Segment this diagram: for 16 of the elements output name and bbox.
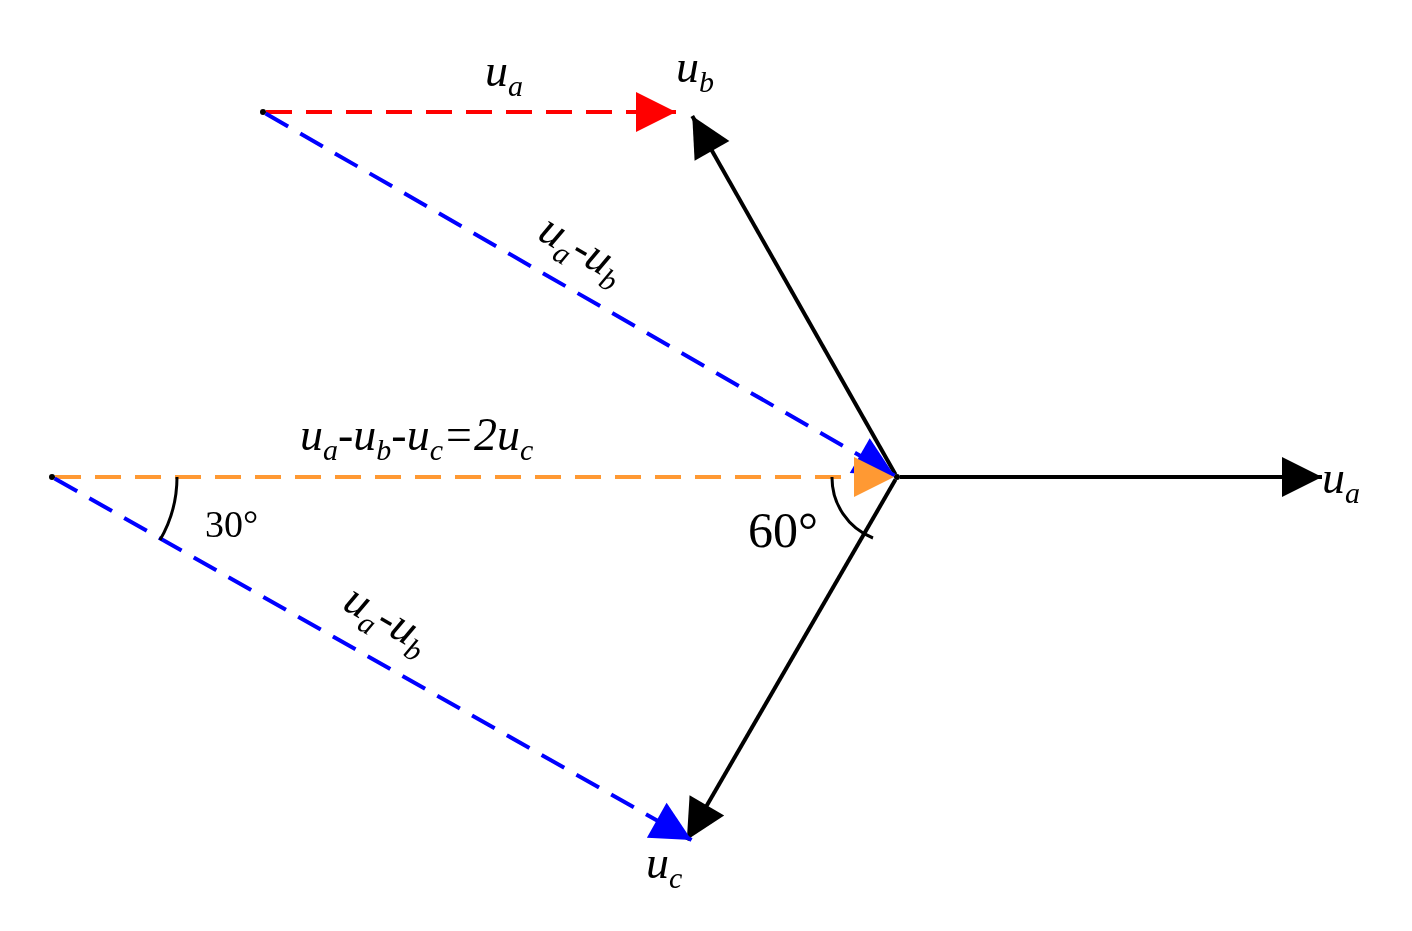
vector-origin-point <box>49 474 55 480</box>
dashed-vector-arrow <box>53 476 693 842</box>
phasor-label: u$_{b}$ <box>676 44 738 116</box>
angle-label: 30° <box>205 505 259 543</box>
edge-label: u$_{a}$-u$_{b}$-u$_{c}$=2u$_{c}$ <box>300 412 534 466</box>
vector-arrow <box>690 115 898 476</box>
vector-origin-point <box>260 109 266 115</box>
phasor-label: u$_{a}$ <box>1322 455 1400 510</box>
angle-label: 60° <box>748 505 818 555</box>
dashed-vector-arrow <box>266 92 676 132</box>
dashed-vector-arrow <box>264 111 896 478</box>
vector-arrow <box>900 457 1322 497</box>
dashed-vector-arrow <box>55 457 894 497</box>
vector-origin-point <box>894 474 900 480</box>
phasor-label: u$_{c}$ <box>646 840 704 910</box>
edge-label: u$_{a}$ <box>485 48 523 102</box>
